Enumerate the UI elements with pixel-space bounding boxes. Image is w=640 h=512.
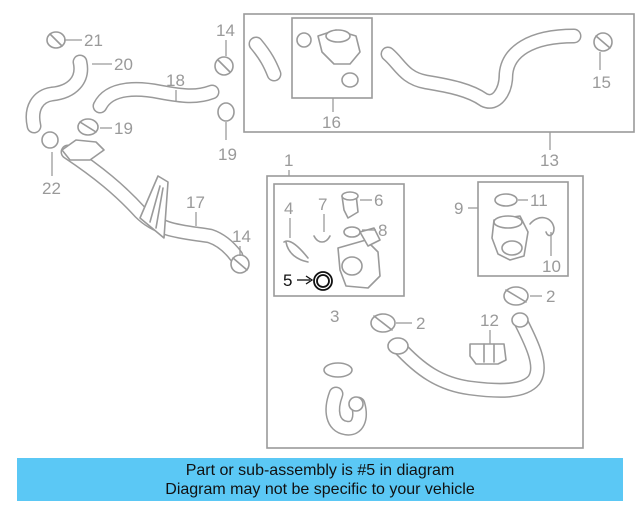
callout-13: 13 bbox=[540, 151, 559, 170]
callout-3: 3 bbox=[330, 307, 339, 326]
callout-14b: 14 bbox=[232, 227, 251, 246]
clamp-2a bbox=[503, 286, 529, 306]
callout-9: 9 bbox=[454, 199, 463, 218]
sensor-6 bbox=[341, 191, 359, 219]
hose-17 bbox=[60, 144, 244, 264]
callout-11: 11 bbox=[530, 191, 548, 210]
hose-1 bbox=[387, 312, 545, 398]
pipe-lower bbox=[323, 362, 367, 436]
callout-19b: 19 bbox=[218, 145, 237, 164]
oring-8 bbox=[343, 226, 361, 238]
clamp-22 bbox=[41, 131, 59, 149]
box-1 bbox=[266, 175, 584, 449]
clip-7 bbox=[313, 235, 331, 243]
box-16 bbox=[291, 17, 373, 99]
box-13 bbox=[243, 13, 635, 133]
callout-2a: 2 bbox=[546, 287, 555, 306]
hose-small-13 bbox=[248, 36, 282, 82]
gasket-11 bbox=[494, 193, 518, 207]
callout-20: 20 bbox=[114, 55, 133, 74]
hose-18 bbox=[92, 81, 220, 114]
callout-12: 12 bbox=[480, 311, 499, 330]
clamp-19b bbox=[217, 102, 235, 122]
pipe-fitting-22 bbox=[61, 139, 105, 161]
callout-19a: 19 bbox=[114, 119, 133, 138]
clamp-14a bbox=[214, 56, 234, 76]
clamp-2b bbox=[370, 313, 396, 333]
callout-8: 8 bbox=[378, 221, 387, 240]
banner-line-1: Part or sub-assembly is #5 in diagram bbox=[185, 462, 455, 479]
callout-1: 1 bbox=[284, 151, 293, 170]
box-3 bbox=[273, 183, 405, 297]
callout-21: 21 bbox=[84, 31, 103, 50]
callout-5: 5 bbox=[283, 271, 292, 290]
info-banner: Part or sub-assembly is #5 in diagram Di… bbox=[17, 458, 623, 501]
callout-6: 6 bbox=[374, 191, 383, 210]
callout-18: 18 bbox=[166, 71, 185, 90]
callout-17: 17 bbox=[186, 193, 205, 212]
callout-2b: 2 bbox=[416, 314, 425, 333]
clip-4 bbox=[283, 240, 309, 263]
callout-15: 15 bbox=[592, 73, 611, 92]
oring-5-highlighted bbox=[313, 271, 333, 291]
callout-16: 16 bbox=[322, 113, 341, 132]
callout-22: 22 bbox=[42, 179, 61, 198]
callout-14a: 14 bbox=[216, 21, 235, 40]
callout-10: 10 bbox=[542, 257, 561, 276]
callout-4: 4 bbox=[284, 199, 293, 218]
clip-10 bbox=[529, 216, 555, 237]
thermostat-housing-3 bbox=[337, 227, 381, 289]
hose-20 bbox=[25, 54, 89, 134]
clamp-21 bbox=[46, 31, 66, 49]
hose-13 bbox=[380, 28, 582, 109]
clamp-14b bbox=[230, 254, 250, 274]
box-9 bbox=[477, 181, 569, 277]
bracket-12 bbox=[469, 343, 507, 365]
thermostat-9 bbox=[491, 215, 529, 261]
clamp-15 bbox=[593, 32, 613, 52]
clamp-19a bbox=[77, 118, 99, 136]
housing-16 bbox=[296, 29, 361, 88]
banner-line-2: Diagram may not be specific to your vehi… bbox=[165, 481, 475, 498]
callout-7: 7 bbox=[318, 195, 327, 214]
